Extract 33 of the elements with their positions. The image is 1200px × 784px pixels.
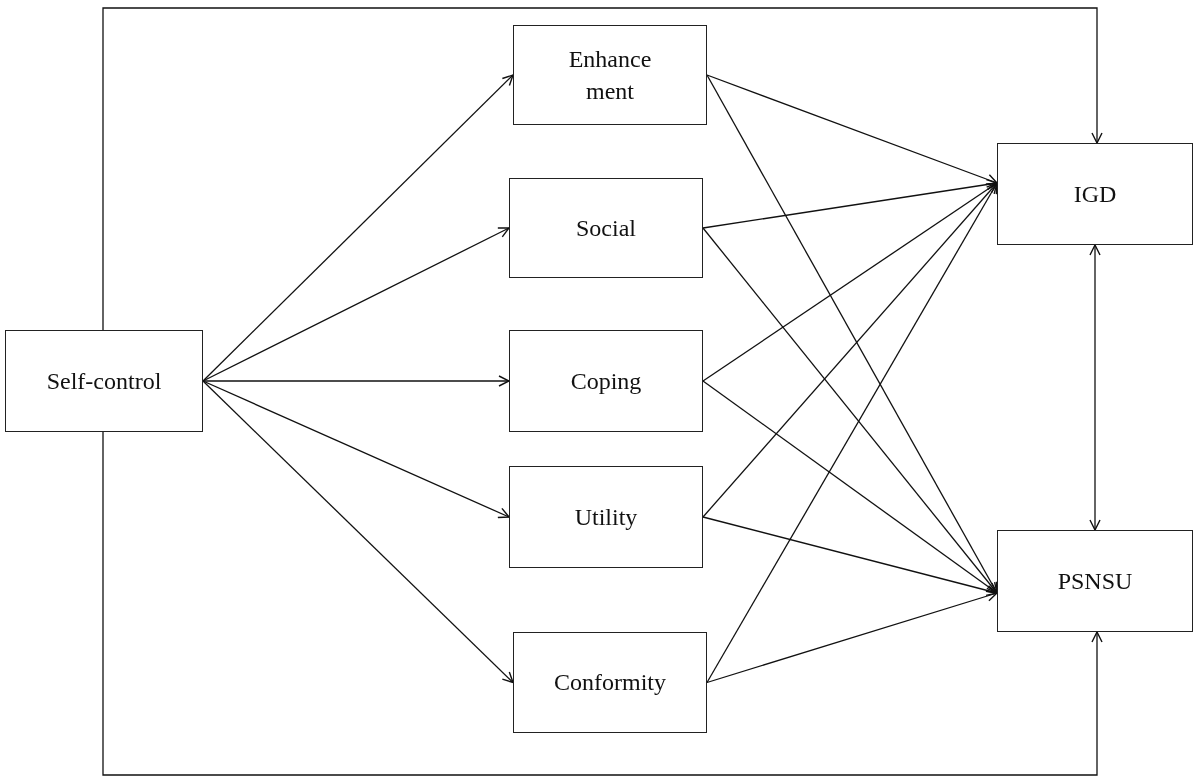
arrow	[1089, 244, 1101, 531]
variable-box	[509, 466, 703, 568]
arrow	[706, 182, 998, 684]
arrow	[706, 590, 998, 684]
variable-box	[513, 25, 707, 125]
variable-label: Self-control	[46, 366, 162, 396]
arrow	[702, 380, 998, 594]
arrow	[202, 380, 514, 684]
arrow	[702, 178, 998, 229]
variable-label: PSNSU	[1057, 566, 1133, 596]
variable-box	[5, 330, 203, 432]
variable-box	[509, 178, 703, 278]
variable-label: Utility	[574, 502, 638, 532]
variable-label: Social	[576, 213, 636, 243]
variable-label: Enhance ment	[567, 44, 653, 106]
arrow	[202, 375, 510, 387]
variable-label: Coping	[570, 366, 642, 396]
variable-box	[509, 330, 703, 432]
arrow	[702, 516, 998, 597]
variable-label: IGD	[1073, 179, 1117, 209]
variable-box	[997, 143, 1193, 245]
variable-box	[997, 530, 1193, 632]
arrow	[202, 74, 514, 382]
arrow	[202, 380, 510, 519]
variable-label: Conformity	[554, 668, 666, 698]
arrow	[706, 74, 998, 185]
arrow	[102, 7, 1103, 331]
variable-box	[513, 632, 707, 733]
arrow	[702, 227, 998, 594]
arrow	[702, 182, 998, 382]
arrow	[702, 182, 998, 518]
arrow	[102, 431, 1103, 776]
arrow	[202, 227, 510, 382]
